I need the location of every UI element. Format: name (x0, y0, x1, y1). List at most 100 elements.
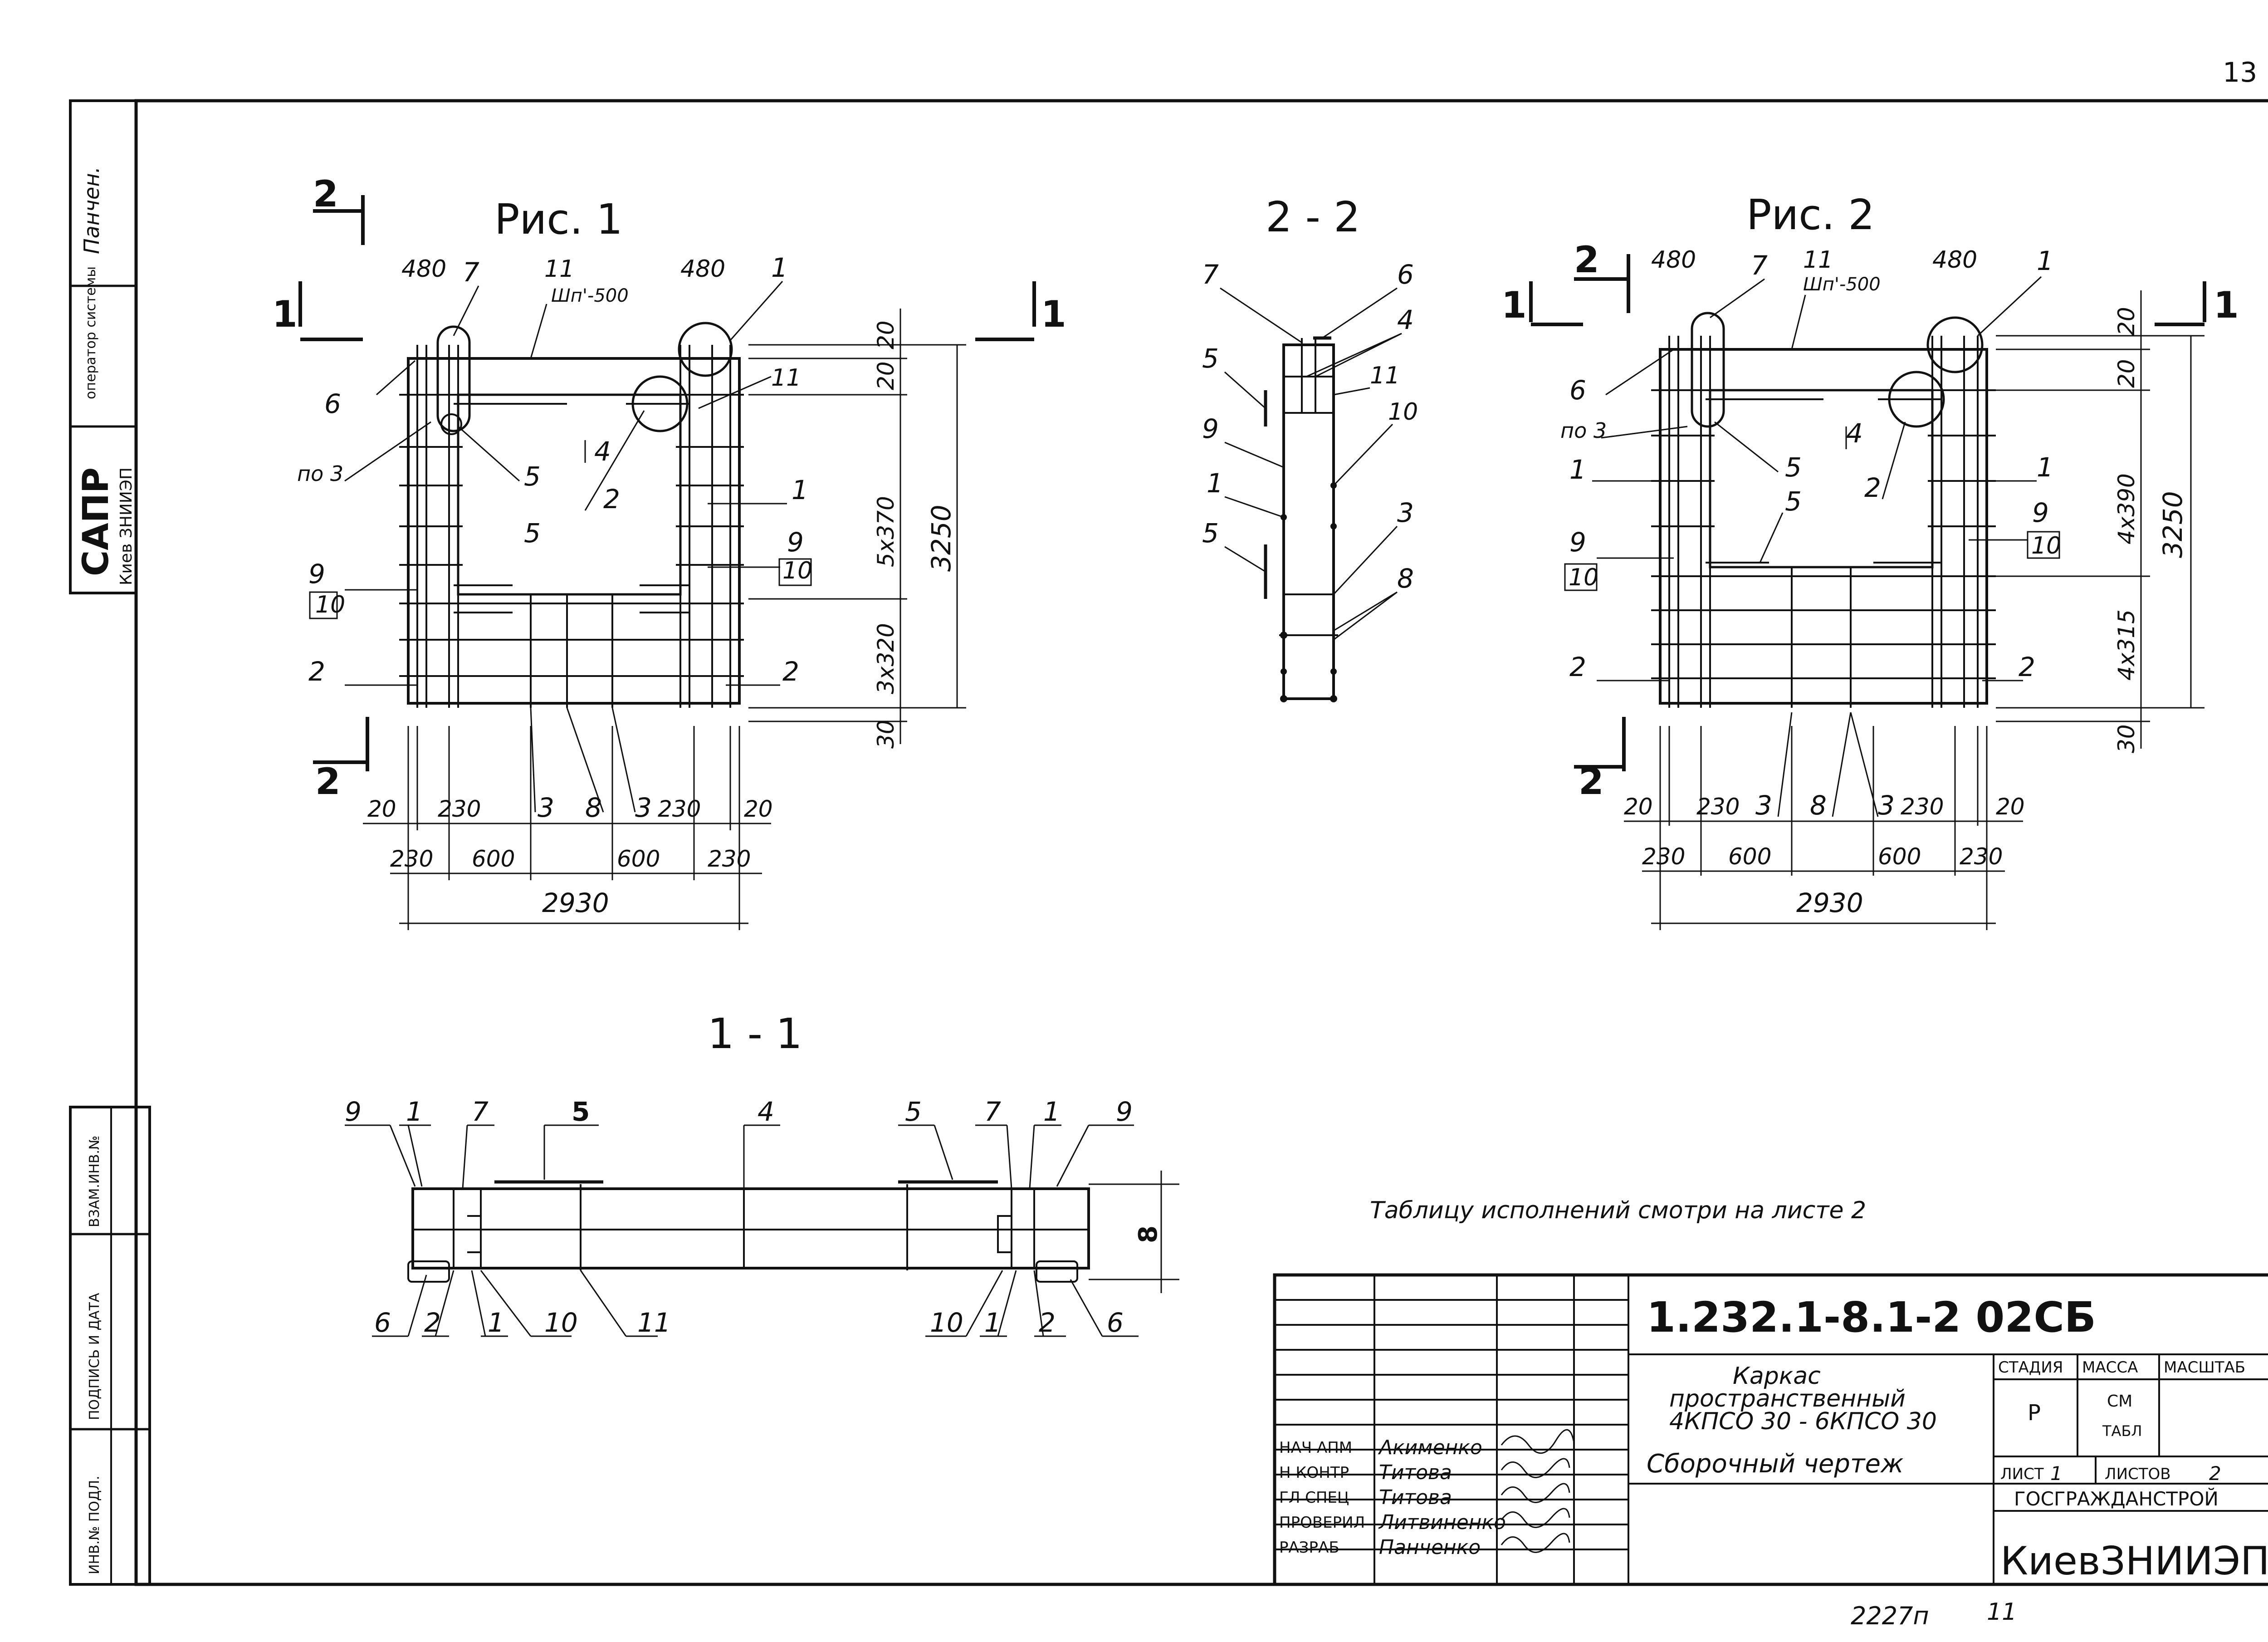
sec11-top-7b: 7 (984, 1096, 1001, 1127)
drawing-frame (69, 99, 2268, 1586)
stamp-vzam: ВЗАМ.ИНВ.№ (87, 1136, 103, 1227)
fig2-dimc-230a: 230 (1642, 843, 1685, 870)
fig2-lbl-480a: 480 (1651, 246, 1696, 274)
fig2-dimb-230b: 230 (1901, 794, 1944, 820)
fig1-dim-20b: 20 (873, 361, 899, 390)
fig1-lbl-1b: 1 (792, 475, 808, 505)
fig2-dim-total: 2930 (1796, 887, 1863, 918)
sec11-top-9b: 9 (1116, 1096, 1133, 1127)
sig-role-3: ПРОВЕРИЛ (1279, 1514, 1365, 1532)
fig2-lbl-2b: 2 (1569, 652, 1586, 682)
sec11-bot-1a: 1 (488, 1307, 504, 1338)
fig1-dimc-600a: 600 (472, 846, 515, 872)
left-stamp: Панчен. оператор системы САПР Киев ЗНИИЭ… (76, 167, 136, 1574)
sec11-top-5b: 5 (905, 1096, 922, 1127)
fig2-dim-20a: 20 (2113, 307, 2140, 336)
signature-scribbles (1501, 1429, 1575, 1553)
fig1-lbl-3b: 3 (635, 792, 652, 823)
fig2-lbl-5a: 5 (1785, 452, 1802, 483)
fig1-dimb-20b: 20 (744, 796, 773, 822)
sec11-bot-11: 11 (637, 1307, 671, 1338)
fig2-dim-4x390: 4x390 (2113, 473, 2140, 544)
fig1-lbl-3a: 3 (538, 792, 554, 823)
sec11-top-1b: 1 (1043, 1096, 1060, 1127)
sec11-height: 8 (1134, 1225, 1163, 1243)
figure-1: Рис. 1 2 2 1 1 (272, 173, 1066, 930)
fig2-lbl-4: 4 (1846, 418, 1863, 449)
sec22-lbl-1: 1 (1207, 468, 1223, 499)
fig1-lbl-2c: 2 (782, 656, 799, 687)
mass-value: СМ (2107, 1392, 2132, 1411)
fig2-dimb-8: 8 (1810, 790, 1827, 821)
sec11-top-5a: 5 (572, 1096, 590, 1127)
scale-header: МАСШТАБ (2164, 1358, 2245, 1377)
fig1-dimc-600b: 600 (617, 846, 660, 872)
sec22-lbl-10: 10 (1388, 398, 1418, 426)
fig2-dimb-230a: 230 (1696, 794, 1740, 820)
fig2-lbl-shp: Шп'-500 (1803, 274, 1881, 295)
fig2-dimc-230b: 230 (1960, 843, 2003, 870)
doc-name-1: Каркас (1733, 1363, 1821, 1390)
note-text: Таблицу исполнений смотри на листе 2 (1370, 1197, 1866, 1224)
fig2-lbl-480b: 480 (1932, 246, 1977, 274)
fig1-lbl-10a: 10 (315, 591, 345, 618)
fig1-lbl-11: 11 (544, 255, 574, 283)
section-2-2: 2 - 2 7 6 5 4 11 9 10 1 3 5 8 (1202, 193, 1418, 702)
fig1-dim-20a: 20 (873, 320, 899, 349)
fig1-lbl-10b: 10 (782, 557, 812, 584)
mass-value-2: ТАБЛ (2102, 1422, 2142, 1440)
stage-header: СТАДИЯ (1998, 1358, 2063, 1377)
fig2-dimb-3b: 3 (1878, 790, 1895, 821)
sec22-lbl-3: 3 (1397, 497, 1414, 528)
sheets-total: 2 (2209, 1462, 2221, 1485)
stamp-podpis: ПОДПИСЬ И ДАТА (87, 1293, 103, 1420)
sec22-lbl-7: 7 (1202, 259, 1219, 290)
sheet-label: ЛИСТ (2000, 1465, 2044, 1483)
fig1-lbl-7: 7 (463, 257, 479, 288)
fig2-lbl-11: 11 (1803, 246, 1833, 274)
fig2-lbl-9b: 9 (2032, 497, 2049, 528)
sec11-top-4: 4 (758, 1096, 774, 1127)
fig2-lbl-1c: 1 (2037, 452, 2053, 483)
fig2-lbl-10a: 10 (1569, 564, 1598, 591)
sec11-title: 1 - 1 (708, 1010, 802, 1058)
stamp-author: Панчен. (79, 167, 104, 254)
sig-name-2: Титова (1379, 1486, 1452, 1509)
fig2-sec2-top: 2 (1574, 239, 1599, 281)
fig1-lbl-shp: Шп'-500 (551, 285, 629, 306)
sec11-bot-6a: 6 (374, 1307, 391, 1338)
org-line-1: ГОСГРАЖДАНСТРОЙ (2014, 1487, 2219, 1510)
sig-role-0: НАЧ АПМ (1279, 1439, 1352, 1457)
fig2-lbl-6: 6 (1569, 375, 1586, 406)
fig2-lbl-7: 7 (1751, 250, 1768, 281)
sec22-lbl-5a: 5 (1202, 343, 1219, 374)
fig2-sec1-right: 1 (2214, 284, 2239, 326)
sec11-bot-6b: 6 (1107, 1307, 1124, 1338)
fig2-dimb-20a: 20 (1624, 794, 1653, 820)
sec22-dots (1280, 482, 1337, 702)
fig1-lbl-2a: 2 (603, 484, 620, 515)
fig2-lbl-2a: 2 (1864, 472, 1881, 503)
sec22-lbl-8: 8 (1397, 563, 1414, 594)
fig2-dim-30: 30 (2113, 724, 2140, 753)
sig-role-4: РАЗРАБ (1279, 1539, 1339, 1557)
doc-name-3: 4КПСО 30 - 6КПСО 30 (1669, 1408, 1937, 1435)
sec11-top-7a: 7 (472, 1096, 489, 1127)
bottom-mark: 11 (1987, 1598, 2017, 1626)
stamp-org: Киев ЗНИИЭП (117, 467, 136, 585)
stage-value: Р (2028, 1400, 2041, 1426)
sec22-lbl-9: 9 (1202, 413, 1219, 444)
doc-type: Сборочный чертеж (1647, 1449, 1903, 1479)
stamp-inv: ИНВ.№ ПОДЛ. (87, 1475, 103, 1574)
fig1-sec1-right: 1 (1041, 293, 1066, 335)
sec22-lbl-5b: 5 (1202, 518, 1219, 549)
fig1-dimc-230a: 230 (390, 846, 433, 872)
fig1-lbl-4: 4 (594, 436, 611, 467)
fig1-sec2-bottom: 2 (315, 760, 341, 803)
fig1-lbl-2b: 2 (308, 656, 325, 687)
fig1-lbl-9a: 9 (308, 559, 325, 589)
fig1-lbl-1a: 1 (771, 252, 788, 283)
fig1-dim-total: 2930 (542, 887, 609, 918)
sig-name-1: Титова (1379, 1461, 1452, 1484)
